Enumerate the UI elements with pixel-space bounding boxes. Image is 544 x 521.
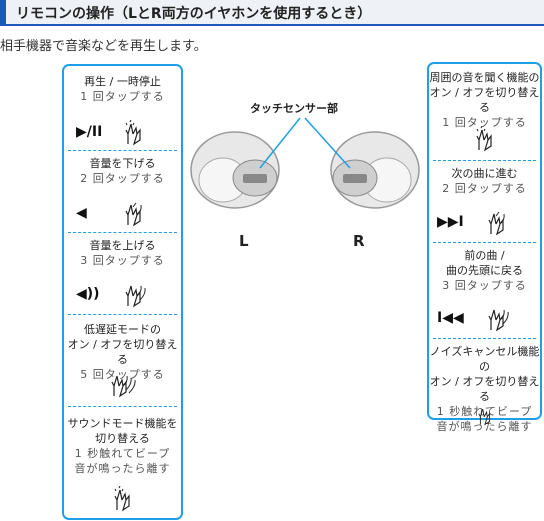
left-control-play-pause: 再生 / 一時停止 1 回タップする — [64, 74, 181, 104]
control-gesture: 5 回タップする — [80, 368, 165, 381]
control-label: 周囲の音を聞く機能の — [429, 71, 540, 84]
control-label-2: オン / オフを切り替える — [429, 86, 540, 114]
control-label: 音量を下げる — [89, 157, 156, 170]
divider — [68, 150, 177, 151]
control-label-2: 切り替える — [95, 432, 150, 445]
volume-up-icon: ◀)) — [76, 286, 100, 302]
right-control-noise-cancel: ノイズキャンセル機能の オン / オフを切り替える 1 秒触れてビープ 音が鳴っ… — [429, 344, 540, 434]
right-earbud-controls-panel: 周囲の音を聞く機能の オン / オフを切り替える 1 回タップする 次の曲に進む… — [427, 62, 542, 433]
divider — [68, 232, 177, 233]
control-gesture: 1 回タップする — [442, 116, 527, 129]
left-side-label: L — [239, 232, 249, 250]
left-control-volume-down: 音量を下げる 2 回タップする — [64, 156, 181, 186]
control-label: サウンドモード機能を — [67, 417, 178, 430]
intro-text: 相手機器で音楽などを再生します。 — [0, 39, 207, 54]
touch-hold-icon — [477, 408, 490, 426]
control-label: ノイズキャンセル機能の — [429, 345, 540, 373]
control-label: 次の曲に進む — [451, 167, 518, 180]
tap-2-icon — [488, 211, 505, 236]
control-label-2: オン / オフを切り替える — [429, 375, 540, 403]
control-gesture: 3 回タップする — [80, 254, 165, 267]
left-earbud-controls-panel: 再生 / 一時停止 1 回タップする ▶/II 音量を下げる 2 回タップする … — [62, 64, 183, 520]
control-gesture: 2 回タップする — [80, 172, 165, 185]
control-gesture: 2 回タップする — [442, 182, 527, 195]
divider — [68, 314, 177, 315]
left-control-sound-mode: サウンドモード機能を 切り替える 1 秒触れてビープ 音が鳴ったら離す — [64, 416, 181, 476]
play-pause-icon: ▶/II — [76, 124, 103, 140]
tap-1-icon — [475, 126, 492, 152]
control-label: 前の曲 / — [464, 249, 505, 262]
control-label-2: オン / オフを切り替える — [67, 338, 178, 366]
right-control-next-track: 次の曲に進む 2 回タップする — [429, 166, 540, 196]
volume-down-icon: ◀ — [76, 205, 87, 221]
divider — [433, 160, 536, 161]
next-track-icon: ▶▶I — [437, 214, 464, 230]
divider — [433, 242, 536, 243]
tap-3-icon — [488, 309, 509, 332]
divider — [68, 406, 177, 407]
touch-sensor-label: タッチセンサー部 — [250, 102, 338, 115]
control-label: 低遅延モードの — [84, 323, 161, 336]
divider — [433, 338, 536, 339]
control-label-2: 曲の先頭に戻る — [446, 264, 523, 277]
tap-5-icon — [110, 375, 136, 398]
touch-hold-icon — [113, 486, 130, 512]
left-control-volume-up: 音量を上げる 3 回タップする — [64, 238, 181, 268]
previous-track-icon: I◀◀ — [437, 310, 464, 326]
right-control-previous-track: 前の曲 / 曲の先頭に戻る 3 回タップする — [429, 248, 540, 293]
tap-1-icon — [125, 120, 141, 146]
section-header: リモコンの操作（LとR両方のイヤホンを使用するとき） — [0, 0, 544, 26]
right-side-label: R — [353, 232, 365, 250]
control-gesture-2: 音が鳴ったら離す — [436, 420, 533, 433]
right-control-ambient-sound: 周囲の音を聞く機能の オン / オフを切り替える 1 回タップする — [429, 70, 540, 130]
section-title: リモコンの操作（LとR両方のイヤホンを使用するとき） — [16, 6, 372, 22]
control-gesture: 1 秒触れてビープ — [74, 447, 171, 460]
tap-3-icon — [125, 285, 146, 308]
control-gesture: 3 回タップする — [442, 279, 527, 292]
earbuds-illustration — [190, 117, 420, 209]
control-gesture: 1 回タップする — [80, 90, 165, 103]
tap-2-icon — [125, 202, 142, 227]
control-label: 再生 / 一時停止 — [84, 75, 161, 88]
control-gesture: 1 秒触れてビープ — [436, 405, 533, 418]
control-gesture-2: 音が鳴ったら離す — [74, 462, 171, 475]
left-control-low-latency: 低遅延モードの オン / オフを切り替える 5 回タップする — [64, 322, 181, 382]
control-label: 音量を上げる — [89, 239, 156, 252]
